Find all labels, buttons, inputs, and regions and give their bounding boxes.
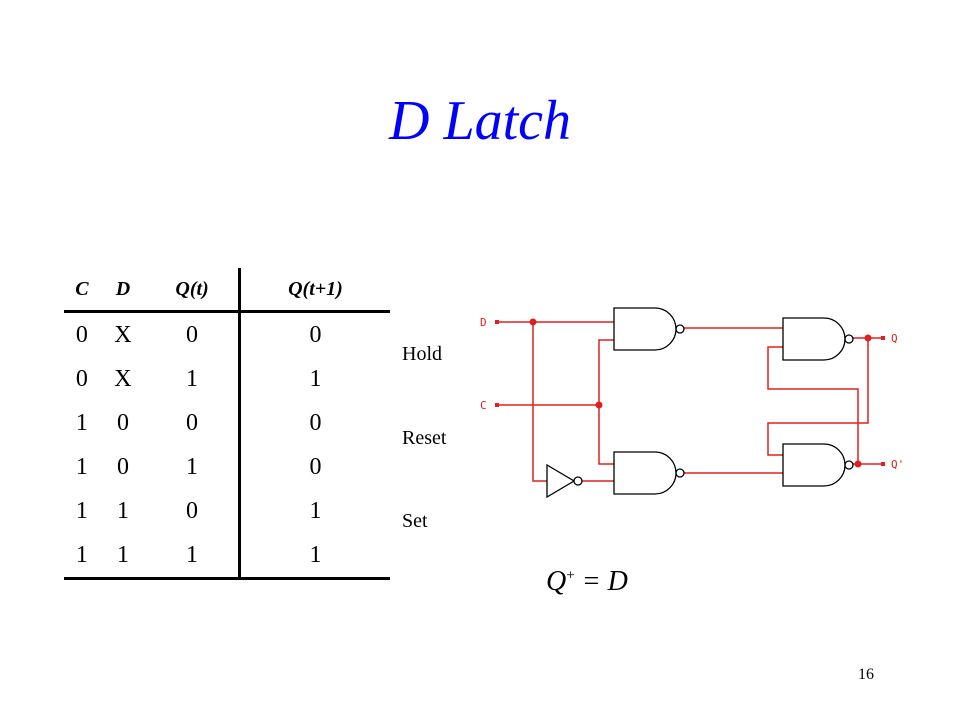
table-cell: 1 bbox=[239, 533, 390, 580]
table-cell: X bbox=[114, 321, 132, 348]
nand-gate-top-left bbox=[613, 307, 685, 351]
table-row: 1 1 0 1 bbox=[64, 489, 390, 533]
table-row: 0 X 0 0 bbox=[64, 311, 390, 357]
c-input-label: C bbox=[480, 399, 487, 412]
table-row: 1 0 1 0 bbox=[64, 445, 390, 489]
table-row: 1 1 1 1 bbox=[64, 533, 390, 580]
hold-label: Hold bbox=[402, 343, 442, 365]
next-state-equation: Q+ = D bbox=[546, 566, 628, 598]
table-cell: 1 bbox=[99, 533, 147, 580]
d-input-label: D bbox=[480, 316, 487, 329]
table-cell: 0 bbox=[309, 453, 322, 480]
q-bar-output-label: Q' bbox=[891, 458, 904, 471]
table-row: 0 X 1 1 bbox=[64, 357, 390, 401]
truth-table: C D Q(t) Q(t+1) 0 X 0 0 0 X 1 1 1 0 0 0 … bbox=[64, 268, 390, 580]
table-cell: 1 bbox=[146, 533, 241, 580]
header-q-t-plus-1: Q(t+1) bbox=[239, 268, 390, 313]
table-cell: 1 bbox=[116, 497, 129, 524]
table-cell: X bbox=[114, 365, 132, 392]
table-cell: 1 bbox=[309, 365, 322, 392]
nand-gate-bottom-right bbox=[782, 443, 854, 487]
table-cell: 1 bbox=[75, 409, 88, 436]
q-output-label: Q bbox=[891, 332, 898, 345]
header-c: C bbox=[64, 268, 100, 313]
set-label: Set bbox=[402, 510, 428, 532]
inverter-gate bbox=[546, 463, 583, 499]
table-cell: 1 bbox=[146, 357, 241, 401]
table-cell: 0 bbox=[116, 409, 129, 436]
equation-superscript: + bbox=[566, 567, 575, 584]
table-cell: 0 bbox=[75, 365, 88, 392]
equation-rhs: = D bbox=[581, 566, 628, 597]
header-d: D bbox=[99, 268, 147, 313]
terminal-markers bbox=[495, 320, 885, 466]
reset-label: Reset bbox=[402, 427, 447, 449]
truth-table-header-row: C D Q(t) Q(t+1) bbox=[64, 268, 390, 313]
table-cell: 1 bbox=[309, 497, 322, 524]
nand-gate-bottom-left bbox=[613, 451, 685, 495]
table-cell: 0 bbox=[146, 489, 241, 533]
table-cell: 1 bbox=[75, 453, 88, 480]
table-row: 1 0 0 0 bbox=[64, 401, 390, 445]
table-cell: 1 bbox=[146, 445, 241, 489]
junction-dots bbox=[529, 318, 872, 468]
table-cell: 0 bbox=[309, 409, 322, 436]
nand-gate-top-right bbox=[782, 317, 854, 361]
header-q-t: Q(t) bbox=[146, 268, 241, 313]
equation-lhs: Q bbox=[546, 566, 567, 597]
table-cell: 1 bbox=[64, 533, 100, 580]
page-number: 16 bbox=[858, 666, 874, 683]
table-cell: 0 bbox=[309, 321, 322, 348]
table-cell: 0 bbox=[116, 453, 129, 480]
slide-title: D Latch bbox=[389, 90, 571, 152]
table-cell: 0 bbox=[146, 311, 241, 357]
table-cell: 1 bbox=[75, 497, 88, 524]
table-cell: 0 bbox=[75, 321, 88, 348]
table-cell: 0 bbox=[146, 401, 241, 445]
